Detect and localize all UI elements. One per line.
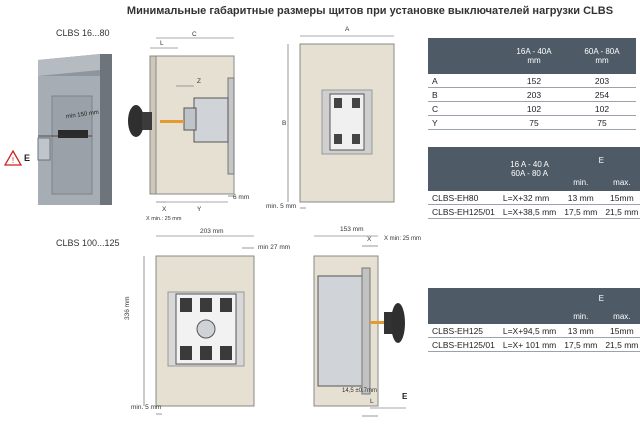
table1-cell: 75 bbox=[568, 115, 636, 130]
table3-length: L=X+94,5 mm bbox=[498, 324, 561, 338]
dim-203: 203 mm bbox=[200, 228, 224, 235]
dim-14-5: 14,5 ±0.7mm bbox=[342, 388, 377, 394]
svg-text:!: ! bbox=[12, 156, 14, 165]
top-front-diagram bbox=[287, 35, 395, 209]
table2-header-e: E bbox=[560, 147, 640, 175]
table1-cell: 102 bbox=[568, 101, 636, 116]
dim-l-bottom: L bbox=[370, 398, 374, 405]
table2-max: 15mm bbox=[601, 191, 640, 205]
table1-cell: 254 bbox=[568, 87, 636, 102]
table1-row-label: C bbox=[428, 101, 500, 116]
dim-min5-bottom: min. 5 mm bbox=[131, 404, 162, 411]
dim-z: Z bbox=[197, 78, 201, 85]
dim-b: B bbox=[282, 120, 287, 127]
table3-length: L=X+ 101 mm bbox=[498, 337, 561, 352]
table1-row-label: B bbox=[428, 87, 500, 102]
table1-header-col2: 60A - 80A mm bbox=[568, 38, 636, 74]
table1-cell: 102 bbox=[500, 101, 568, 116]
table2-length: L=X+32 mm bbox=[498, 191, 561, 205]
table3-header-blank bbox=[428, 288, 499, 324]
top-side-diagram bbox=[128, 37, 235, 203]
dim-xmin: X min.: 25 mm bbox=[146, 216, 182, 222]
dim-l: L bbox=[160, 40, 164, 47]
table2-header-blank bbox=[428, 147, 499, 191]
dim-min27: min 27 mm bbox=[258, 244, 291, 251]
cable-length-table-125: E min. max. CLBS-EH125 L=X+94,5 mm 13 mm… bbox=[428, 288, 640, 352]
dim-6mm: 6 mm bbox=[233, 194, 250, 201]
table2-max: 21,5 mm bbox=[601, 204, 640, 219]
table2-header-current: 16 A - 40 A 60A - 80 A bbox=[498, 147, 561, 191]
table3-max: 21,5 mm bbox=[601, 337, 640, 352]
table1-cell: 203 bbox=[568, 74, 636, 88]
section-label-bottom: CLBS 100...125 bbox=[56, 238, 120, 248]
dim-x-bottom: X bbox=[367, 236, 372, 243]
table2-min: 13 mm bbox=[560, 191, 602, 205]
enclosure-photo bbox=[0, 40, 112, 205]
table1-cell: 203 bbox=[500, 87, 568, 102]
dim-c: C bbox=[192, 31, 197, 38]
table2-header-max: max. bbox=[601, 174, 640, 191]
dim-y: Y bbox=[197, 206, 202, 213]
table1-row-label: Y bbox=[428, 115, 500, 130]
warning-icon: ! bbox=[4, 150, 22, 166]
bottom-side-diagram bbox=[313, 235, 406, 417]
table2-model: CLBS-EH125/01 bbox=[428, 204, 499, 219]
dim-x: X bbox=[162, 206, 167, 213]
dim-e-bottom: E bbox=[402, 392, 408, 401]
table3-max: 15mm bbox=[601, 324, 640, 338]
table3-header-blank2 bbox=[498, 288, 561, 324]
dimensions-table: 16A - 40A mm 60A - 80A mm A 152 203 B 20… bbox=[428, 38, 636, 130]
table3-model: CLBS-EH125 bbox=[428, 324, 499, 338]
table1-cell: 75 bbox=[500, 115, 568, 130]
table3-header-max: max. bbox=[601, 308, 640, 324]
dim-153: 153 mm bbox=[340, 226, 364, 233]
table3-header-e: E bbox=[560, 288, 640, 309]
page-title: Минимальные габаритные размеры щитов при… bbox=[126, 5, 614, 17]
cable-length-table-80: 16 A - 40 A 60A - 80 A E min. max. CLBS-… bbox=[428, 147, 640, 219]
dim-min5-top: min. 5 mm bbox=[266, 203, 297, 210]
table3-header-min: min. bbox=[560, 308, 602, 324]
bottom-front-diagram bbox=[143, 235, 255, 415]
dim-336: 336 mm bbox=[124, 296, 131, 320]
photo-e-label: E bbox=[24, 153, 31, 163]
dim-a: A bbox=[345, 26, 350, 33]
table1-row-label: A bbox=[428, 74, 500, 88]
table2-model: CLBS-EH80 bbox=[428, 191, 499, 205]
table1-header-blank bbox=[428, 38, 500, 74]
table1-cell: 152 bbox=[500, 74, 568, 88]
table2-length: L=X+38,5 mm bbox=[498, 204, 561, 219]
table2-min: 17,5 mm bbox=[560, 204, 602, 219]
table1-header-col1: 16A - 40A mm bbox=[500, 38, 568, 74]
table3-min: 17,5 mm bbox=[560, 337, 602, 352]
table3-model: CLBS-EH125/01 bbox=[428, 337, 499, 352]
dim-xmin-bottom: X min: 25 mm bbox=[384, 236, 422, 242]
table3-min: 13 mm bbox=[560, 324, 602, 338]
section-label-top: CLBS 16...80 bbox=[56, 28, 110, 38]
table2-header-min: min. bbox=[560, 174, 602, 191]
